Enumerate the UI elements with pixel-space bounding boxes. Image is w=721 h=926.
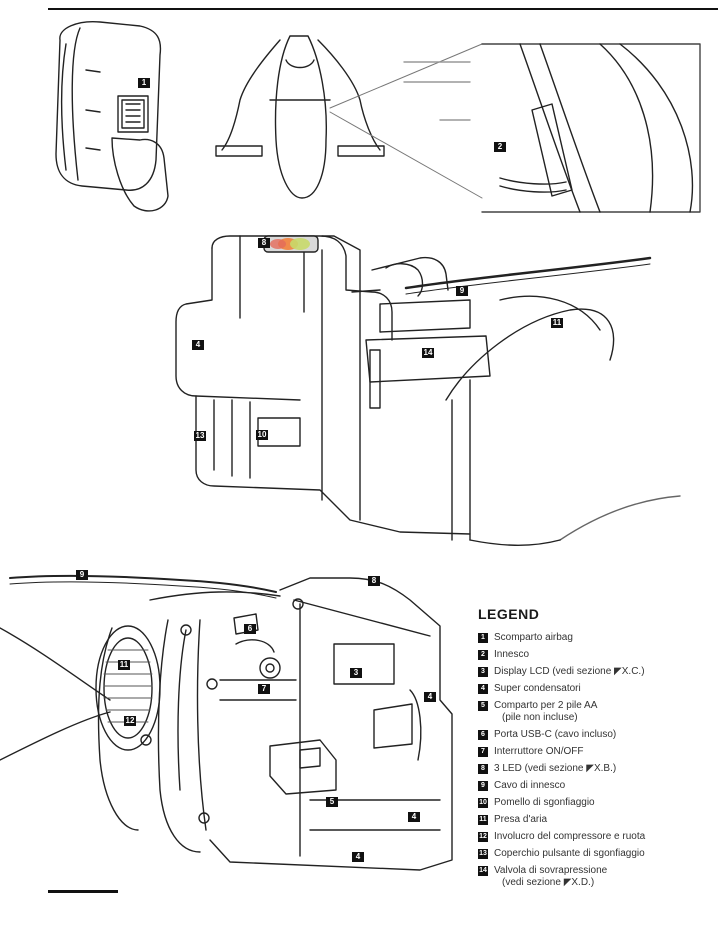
legend-item: 14 Valvola di sovrapressione(vedi sezione… bbox=[478, 865, 718, 889]
callout-8-bottom: 8 bbox=[368, 576, 380, 586]
backpack-back-drawing bbox=[215, 35, 385, 199]
legend-item: 8 3 LED (vedi sezione ◤X.B.) bbox=[478, 763, 718, 775]
callout-4-right: 4 bbox=[424, 692, 436, 702]
legend-item-number: 3 bbox=[478, 667, 488, 677]
legend-item: 3 Display LCD (vedi sezione ◤X.C.) bbox=[478, 666, 718, 678]
callout-4-bottom: 4 bbox=[352, 852, 364, 862]
callout-2: 2 bbox=[494, 142, 506, 152]
legend-item: 10 Pomello di sgonfiaggio bbox=[478, 797, 718, 809]
legend-item-label: Cavo di innesco bbox=[494, 780, 566, 791]
legend-item-text-wrap: Cavo di innesco bbox=[494, 780, 565, 792]
legend-item-label: Comparto per 2 pile AA bbox=[494, 700, 598, 711]
callout-8-top: 8 bbox=[258, 238, 270, 248]
legend-item-note: (pile non incluse) bbox=[502, 712, 578, 723]
legend-item-label: Super condensatori bbox=[494, 683, 581, 694]
legend-item: 2 Innesco bbox=[478, 649, 718, 661]
callout-11-bottom: 11 bbox=[118, 660, 130, 670]
legend-item-number: 13 bbox=[478, 849, 488, 859]
legend-item-label: Porta USB-C (cavo incluso) bbox=[494, 729, 617, 740]
callout-7: 7 bbox=[258, 684, 270, 694]
legend-item-label: Coperchio pulsante di sgonfiaggio bbox=[494, 848, 645, 859]
legend-item-text-wrap: Scomparto airbag bbox=[494, 632, 573, 644]
legend-item-number: 7 bbox=[478, 747, 488, 757]
legend-item-label: Pomello di sgonfiaggio bbox=[494, 797, 595, 808]
legend-item-number: 12 bbox=[478, 832, 488, 842]
legend-item-number: 1 bbox=[478, 633, 488, 643]
backpack-side-drawing bbox=[55, 21, 169, 212]
legend-item-text-wrap: Involucro del compressore e ruota bbox=[494, 831, 645, 843]
legend-item: 5 Comparto per 2 pile AA(pile non incluse… bbox=[478, 700, 718, 724]
legend-item-label: Involucro del compressore e ruota bbox=[494, 831, 646, 842]
device-top-drawing bbox=[175, 235, 681, 546]
legend-item-label: 3 LED (vedi sezione ◤X.B.) bbox=[494, 763, 617, 774]
legend-item: 4 Super condensatori bbox=[478, 683, 718, 695]
callout-12: 12 bbox=[124, 716, 136, 726]
legend-item-label: Interruttore ON/OFF bbox=[494, 746, 584, 757]
top-rule bbox=[48, 8, 718, 10]
legend-item-text-wrap: Comparto per 2 pile AA(pile non incluse) bbox=[494, 700, 597, 724]
trigger-detail-drawing bbox=[403, 43, 701, 213]
legend: LEGEND 1 Scomparto airbag 2 Innesco 3 Display… bbox=[478, 606, 718, 894]
callout-4-lower: 4 bbox=[408, 812, 420, 822]
callout-10: 10 bbox=[256, 430, 268, 440]
legend-item-label: Valvola di sovrapressione bbox=[494, 865, 608, 876]
callout-9-bottom: 9 bbox=[76, 570, 88, 580]
legend-item-number: 6 bbox=[478, 730, 488, 740]
legend-item-text-wrap: Pomello di sgonfiaggio bbox=[494, 797, 595, 809]
device-bottom-drawing bbox=[0, 574, 453, 871]
callout-4-top: 4 bbox=[192, 340, 204, 350]
callout-9-top: 9 bbox=[456, 286, 468, 296]
legend-item-number: 9 bbox=[478, 781, 488, 791]
legend-item-number: 11 bbox=[478, 815, 488, 825]
legend-item: 6 Porta USB-C (cavo incluso) bbox=[478, 729, 718, 741]
legend-item: 9 Cavo di innesco bbox=[478, 780, 718, 792]
legend-item-number: 5 bbox=[478, 701, 488, 711]
legend-item-number: 2 bbox=[478, 650, 488, 660]
callout-6: 6 bbox=[244, 624, 256, 634]
callout-13: 13 bbox=[194, 431, 206, 441]
legend-item-label: Scomparto airbag bbox=[494, 632, 573, 643]
legend-item-number: 10 bbox=[478, 798, 488, 808]
legend-item: 11 Presa d'aria bbox=[478, 814, 718, 826]
legend-item-text-wrap: 3 LED (vedi sezione ◤X.B.) bbox=[494, 763, 616, 775]
legend-item-text-wrap: Porta USB-C (cavo incluso) bbox=[494, 729, 616, 741]
legend-item: 7 Interruttore ON/OFF bbox=[478, 746, 718, 758]
legend-item-text-wrap: Valvola di sovrapressione(vedi sezione ◤… bbox=[494, 865, 607, 889]
legend-item-text-wrap: Super condensatori bbox=[494, 683, 581, 695]
legend-item-text-wrap: Innesco bbox=[494, 649, 529, 661]
legend-item-text-wrap: Presa d'aria bbox=[494, 814, 547, 826]
legend-item: 1 Scomparto airbag bbox=[478, 632, 718, 644]
legend-item-number: 8 bbox=[478, 764, 488, 774]
legend-item-label: Display LCD (vedi sezione ◤X.C.) bbox=[494, 666, 645, 677]
legend-item-note: (vedi sezione ◤X.D.) bbox=[502, 877, 595, 888]
legend-item-label: Presa d'aria bbox=[494, 814, 548, 825]
callout-1: 1 bbox=[138, 78, 150, 88]
callout-11-top: 11 bbox=[551, 318, 563, 328]
legend-item-number: 14 bbox=[478, 866, 488, 876]
bottom-rule bbox=[48, 890, 118, 893]
legend-item-number: 4 bbox=[478, 684, 488, 694]
legend-title: LEGEND bbox=[478, 606, 540, 622]
legend-item: 13 Coperchio pulsante di sgonfiaggio bbox=[478, 848, 718, 860]
callout-3: 3 bbox=[350, 668, 362, 678]
legend-list: 1 Scomparto airbag 2 Innesco 3 Display LCD (v… bbox=[478, 632, 718, 889]
legend-item: 12 Involucro del compressore e ruota bbox=[478, 831, 718, 843]
legend-item-label: Innesco bbox=[494, 649, 530, 660]
callout-5: 5 bbox=[326, 797, 338, 807]
legend-item-text-wrap: Coperchio pulsante di sgonfiaggio bbox=[494, 848, 645, 860]
legend-item-text-wrap: Display LCD (vedi sezione ◤X.C.) bbox=[494, 666, 645, 678]
callout-14: 14 bbox=[422, 348, 434, 358]
legend-item-text-wrap: Interruttore ON/OFF bbox=[494, 746, 583, 758]
